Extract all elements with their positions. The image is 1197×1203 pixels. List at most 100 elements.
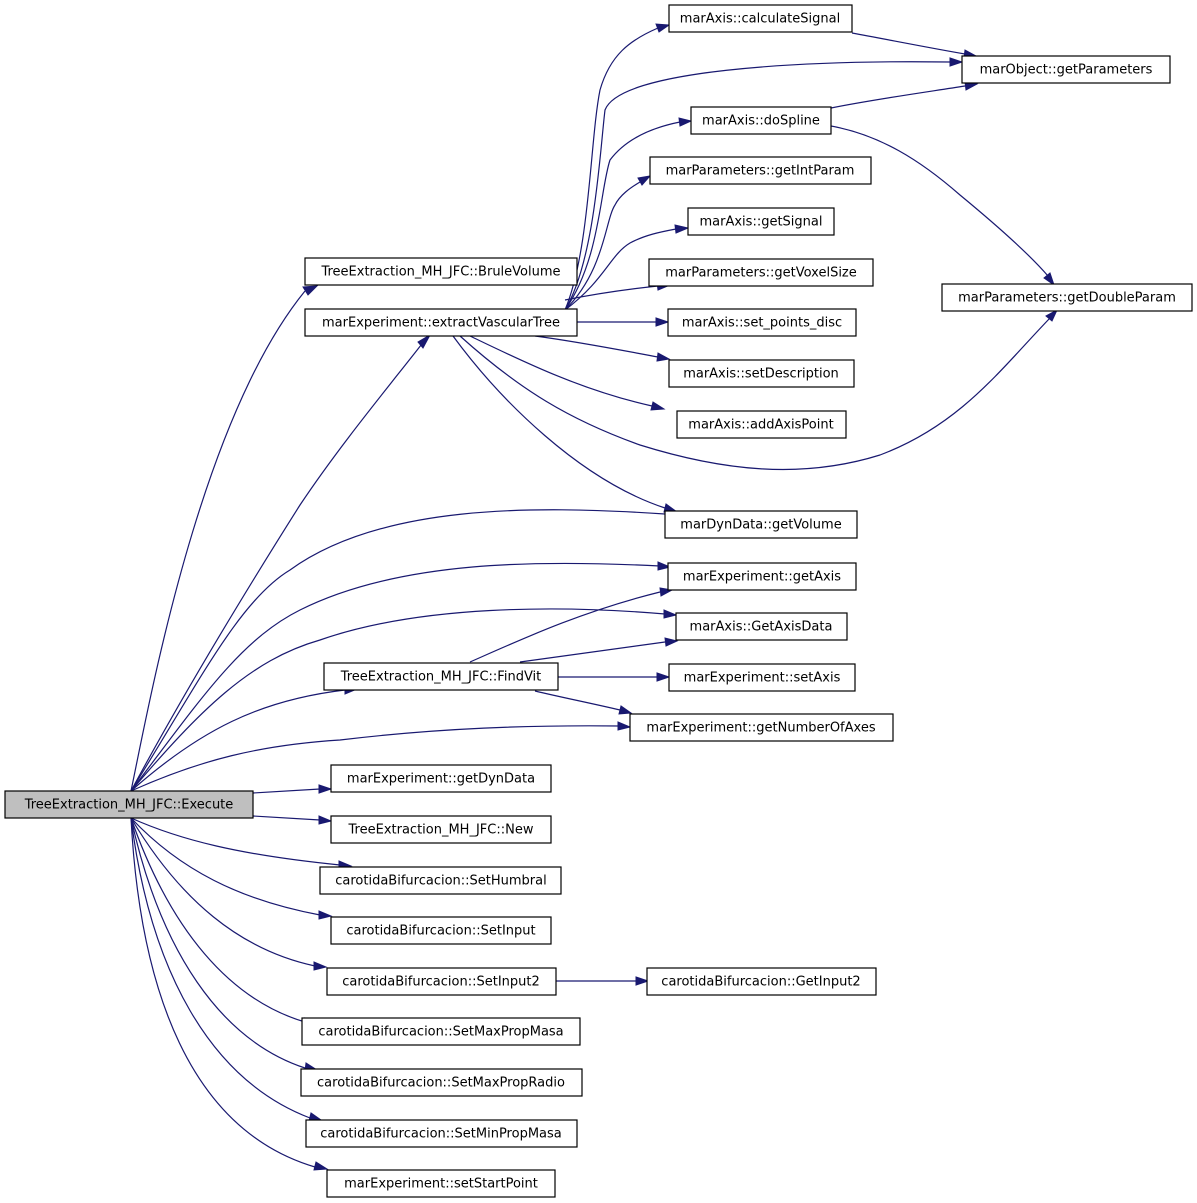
node-label: marExperiment::getDynData [347,772,535,787]
node-label: marExperiment::extractVascularTree [322,316,560,331]
node-label: carotidaBifurcacion::SetMaxPropRadio [317,1076,565,1091]
edge-arrow [318,910,333,920]
edge-extract-calculateSignal [564,27,659,311]
node-set-start-point[interactable]: marExperiment::setStartPoint [326,1169,556,1198]
edge-execute-setMinPropMasa [130,817,311,1119]
node-set-axis[interactable]: marExperiment::setAxis [668,663,856,692]
edge-extract-getDoubleParam [459,317,1051,471]
edge-execute-bruleVolume [130,290,306,792]
edge-execute-setMaxPropMasa [130,817,306,1023]
edge-execute-getDynData [252,788,321,794]
node-find-vit[interactable]: TreeExtraction_MH_JFC::FindVit [323,662,559,691]
node-set-points-disc[interactable]: marAxis::set_points_disc [667,308,857,337]
node-label: marExperiment::setStartPoint [344,1177,538,1192]
edge-extract-getIntParam [564,181,641,311]
node-execute[interactable]: TreeExtraction_MH_JFC::Execute [4,790,254,819]
node-label: marAxis::calculateSignal [680,12,840,27]
node-set-min-prop-masa[interactable]: carotidaBifurcacion::SetMinPropMasa [305,1119,578,1148]
edge-extract-getSignal [564,228,677,311]
node-get-number-of-axes[interactable]: marExperiment::getNumberOfAxes [629,713,894,742]
edge-arrow [618,705,633,715]
node-label: marAxis::getSignal [700,215,823,230]
edge-arrow [674,224,690,234]
edge-arrow [637,175,652,186]
node-set-max-prop-masa[interactable]: carotidaBifurcacion::SetMaxPropMasa [301,1017,581,1046]
node-label: carotidaBifurcacion::SetInput2 [342,975,540,990]
node-get-dyn-data[interactable]: marExperiment::getDynData [330,764,552,793]
edge-findVit-getAxisData [519,641,666,663]
node-label: TreeExtraction_MH_JFC::BruleVolume [320,265,560,280]
node-get-input2[interactable]: carotidaBifurcacion::GetInput2 [646,967,877,996]
node-label: carotidaBifurcacion::SetMaxPropMasa [318,1025,563,1040]
edge-arrow [302,285,319,296]
node-get-volume[interactable]: marDynData::getVolume [664,510,858,539]
node-brule-volume[interactable]: TreeExtraction_MH_JFC::BruleVolume [304,257,578,286]
node-label: marAxis::doSpline [702,114,820,129]
edge-arrow [656,352,671,362]
edge-findVit-getAxis [469,591,661,663]
edge-extract-setDescription [534,335,659,358]
edge-arrow [656,672,671,682]
edge-execute-setMaxPropRadio [130,817,306,1069]
edge-execute-new [252,815,321,821]
edge-arrow [650,401,666,411]
node-label: carotidaBifurcacion::SetHumbral [335,874,547,889]
edge-arrow [663,609,678,619]
edge-extract-doSpline [564,121,681,311]
edge-execute-getVolume [130,509,666,792]
edge-arrow [1045,308,1059,322]
node-label: marObject::getParameters [980,63,1153,78]
edge-execute-extractVascularTree [130,339,426,792]
node-calculate-signal[interactable]: marAxis::calculateSignal [668,4,853,33]
node-new[interactable]: TreeExtraction_MH_JFC::New [330,815,552,844]
node-get-double-param[interactable]: marParameters::getDoubleParam [941,283,1193,312]
edge-arrow [1043,272,1055,287]
node-get-voxel-size[interactable]: marParameters::getVoxelSize [648,258,874,287]
node-set-description[interactable]: marAxis::setDescription [668,359,855,388]
edge-extract-getVoxelSize [564,285,659,301]
edge-arrow [635,976,650,986]
edge-arrow [655,23,671,33]
node-get-parameters[interactable]: marObject::getParameters [961,55,1171,84]
edge-execute-setInput [130,817,321,916]
node-set-input[interactable]: carotidaBifurcacion::SetInput [330,916,552,945]
edge-execute-setHumbral [130,817,341,866]
node-label: marAxis::GetAxisData [690,620,833,635]
edge-arrow [417,333,432,349]
edge-execute-getAxis [130,562,661,792]
node-get-int-param[interactable]: marParameters::getIntParam [649,156,872,185]
node-set-humbral[interactable]: carotidaBifurcacion::SetHumbral [319,866,562,895]
node-extract-vascular-tree[interactable]: marExperiment::extractVascularTree [304,308,578,337]
node-label: carotidaBifurcacion::SetInput [346,924,535,939]
node-label: marParameters::getVoxelSize [665,266,857,281]
node-add-axis-point[interactable]: marAxis::addAxisPoint [676,410,847,439]
edge-extract-addAxisPoint [469,335,653,407]
edge-arrow [313,1161,329,1171]
node-do-spline[interactable]: marAxis::doSpline [690,106,832,135]
node-set-input2[interactable]: carotidaBifurcacion::SetInput2 [326,967,557,996]
edge-extract-getParameters [564,61,951,311]
edge-arrow [617,721,632,731]
edge-arrow [949,57,964,67]
node-get-signal[interactable]: marAxis::getSignal [687,207,835,236]
edge-doSpline-getDoubleParam [830,125,1049,277]
node-label: TreeExtraction_MH_JFC::FindVit [340,670,542,685]
node-label: marAxis::setDescription [683,367,839,382]
node-label: marParameters::getIntParam [666,164,855,179]
node-set-max-prop-radio[interactable]: carotidaBifurcacion::SetMaxPropRadio [300,1068,583,1097]
edge-arrow [664,637,679,647]
edge-arrow [657,561,672,571]
node-label: carotidaBifurcacion::GetInput2 [661,975,860,990]
edge-findVit-getNumberOfAxes [534,690,621,711]
node-label: marExperiment::getAxis [683,570,841,585]
node-label: marDynData::getVolume [680,518,841,533]
edge-arrow [655,317,670,327]
edge-execute-setInput2 [130,817,316,967]
node-get-axis[interactable]: marExperiment::getAxis [667,562,857,591]
edge-arrow [318,815,333,825]
edge-extract-getVolume [452,335,666,509]
node-get-axis-data[interactable]: marAxis::GetAxisData [675,612,848,641]
edge-execute-getAxisData [130,608,666,792]
edge-calculateSignal-getParameters [851,32,966,55]
